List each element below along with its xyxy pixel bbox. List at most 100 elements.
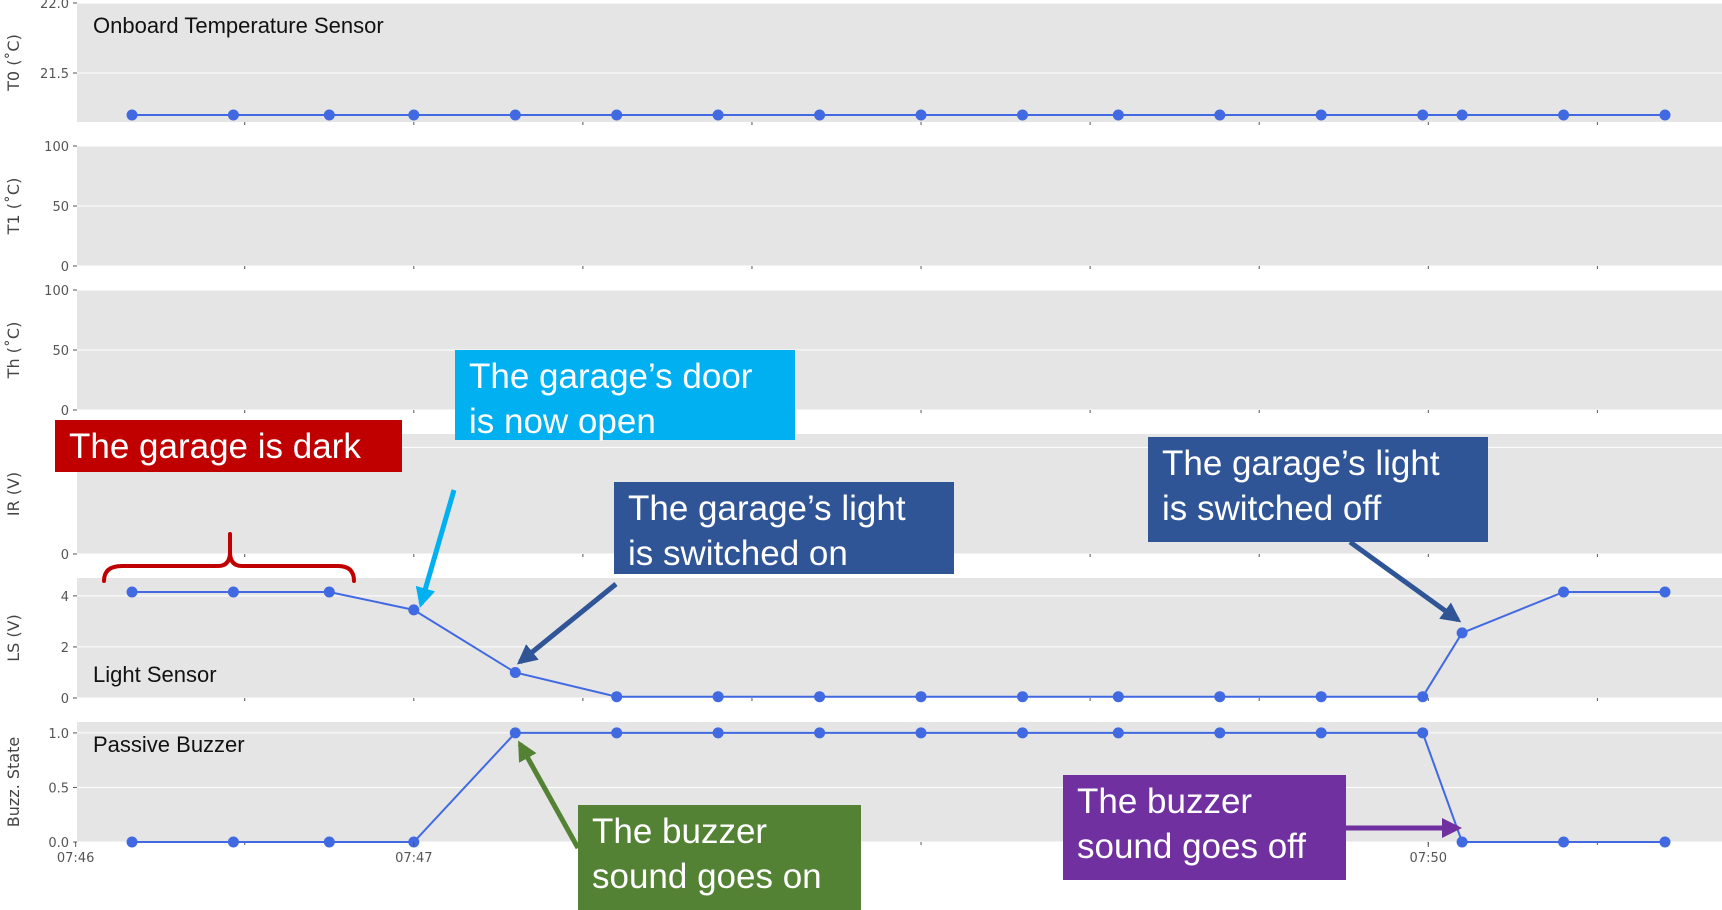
data-point [915, 109, 927, 121]
data-point [611, 109, 623, 121]
y-tick-label: 50 [52, 200, 69, 215]
callout-line: The buzzer [592, 812, 768, 851]
y-axis-label: Th (˚C) [4, 322, 23, 380]
data-point [126, 836, 138, 848]
callout-buzzer-on: The buzzer sound goes on [578, 805, 861, 910]
y-tick-label: 4 [61, 590, 69, 605]
y-tick-label: 1.0 [48, 727, 69, 742]
data-point [1558, 109, 1570, 121]
data-point [126, 586, 138, 598]
data-point [712, 727, 724, 739]
y-tick-label: 0 [61, 404, 69, 419]
panel-title: Passive Buzzer [93, 732, 245, 757]
arrow-buzzer-on [517, 740, 581, 850]
data-point [227, 836, 239, 848]
y-axis-label: T0 (˚C) [4, 34, 23, 92]
y-tick-label: 2 [61, 641, 69, 656]
y-axis-label: IR (V) [4, 472, 23, 516]
panel-background [77, 3, 1722, 122]
data-point [1315, 727, 1327, 739]
data-point [509, 667, 521, 678]
data-point [1456, 836, 1468, 848]
y-axis-label: T1 (˚C) [4, 178, 23, 236]
data-point [1417, 727, 1429, 739]
data-point [814, 109, 826, 121]
data-point [1214, 109, 1226, 121]
y-tick-label: 100 [44, 284, 69, 299]
callout-line: The garage is dark [69, 427, 361, 466]
callout-line: The garage’s light [1162, 444, 1440, 483]
y-tick-label: 50 [52, 344, 69, 359]
data-point [1214, 691, 1226, 703]
data-point [1315, 109, 1327, 121]
callout-line: sound goes off [1077, 827, 1306, 866]
data-point [227, 109, 239, 121]
callout-line: is switched on [628, 534, 848, 573]
y-axis-label: Buzz. State [4, 737, 23, 827]
callout-garage-dark: The garage is dark [55, 420, 402, 472]
callout-line: is switched off [1162, 489, 1382, 528]
data-point [323, 586, 335, 598]
data-point [1417, 109, 1429, 121]
data-point [323, 109, 335, 121]
y-tick-label: 22.0 [40, 0, 69, 12]
brace-garage-dark [102, 551, 356, 583]
panel-background [77, 722, 1722, 842]
data-point [712, 109, 724, 121]
callout-door-open: The garage’s door is now open [455, 350, 795, 441]
y-tick-label: 0 [61, 692, 69, 707]
x-tick-label: 07:50 [1410, 851, 1447, 866]
data-point [1017, 727, 1028, 739]
y-tick-label: 0 [61, 260, 69, 275]
y-tick-label: 0.5 [48, 781, 69, 796]
panel: 100 50 0 Th (˚C) [4, 284, 1722, 419]
data-point [1112, 691, 1124, 703]
data-point [509, 109, 521, 121]
arrow-light-off [1348, 539, 1462, 623]
callout-line: The garage’s light [628, 489, 906, 528]
data-point [814, 727, 826, 739]
data-point [1214, 727, 1226, 739]
data-point [1017, 691, 1028, 703]
callout-buzzer-off: The buzzer sound goes off [1063, 775, 1346, 880]
data-point [814, 691, 826, 703]
callout-line: The buzzer [1077, 782, 1253, 821]
data-point [712, 691, 724, 703]
arrow-door-open [415, 489, 457, 608]
data-point [1659, 109, 1671, 121]
x-tick-label: 07:46 [57, 851, 94, 866]
y-tick-label: 0.0 [48, 836, 69, 851]
data-point [408, 604, 420, 616]
y-axis-label: LS (V) [4, 614, 23, 662]
panel-title: Onboard Temperature Sensor [93, 13, 384, 38]
data-point [1112, 109, 1124, 121]
data-point [509, 727, 521, 739]
data-point [1659, 586, 1671, 598]
callout-line: The garage’s door [469, 357, 753, 396]
data-point [611, 691, 623, 703]
panel: 1.0 0.5 0.0 Buzz. State Passive Buzzer [4, 722, 1722, 851]
y-tick-label: 21.5 [40, 67, 69, 82]
data-point [1659, 836, 1671, 848]
panel-background [77, 578, 1722, 698]
panel-title: Light Sensor [93, 662, 217, 687]
y-tick-label: 100 [44, 140, 69, 155]
data-point [1456, 627, 1468, 639]
callout-line: sound goes on [592, 857, 822, 896]
data-point [1417, 691, 1429, 703]
x-tick-label: 07:47 [395, 851, 432, 866]
data-point [1558, 836, 1570, 848]
data-point [323, 836, 335, 848]
callout-light-off: The garage’s light is switched off [1148, 437, 1488, 542]
panel: 22.0 21.5 T0 (˚C) Onboard Temperature Senso… [4, 0, 1722, 125]
data-point [1315, 691, 1327, 703]
panel: 100 50 0 T1 (˚C) [4, 140, 1722, 275]
data-point [408, 109, 420, 121]
data-point [1456, 109, 1468, 121]
data-point [915, 691, 927, 703]
data-point [611, 727, 623, 739]
callout-line: is now open [469, 402, 656, 441]
arrow-light-on [516, 582, 618, 665]
data-point [1017, 109, 1028, 121]
